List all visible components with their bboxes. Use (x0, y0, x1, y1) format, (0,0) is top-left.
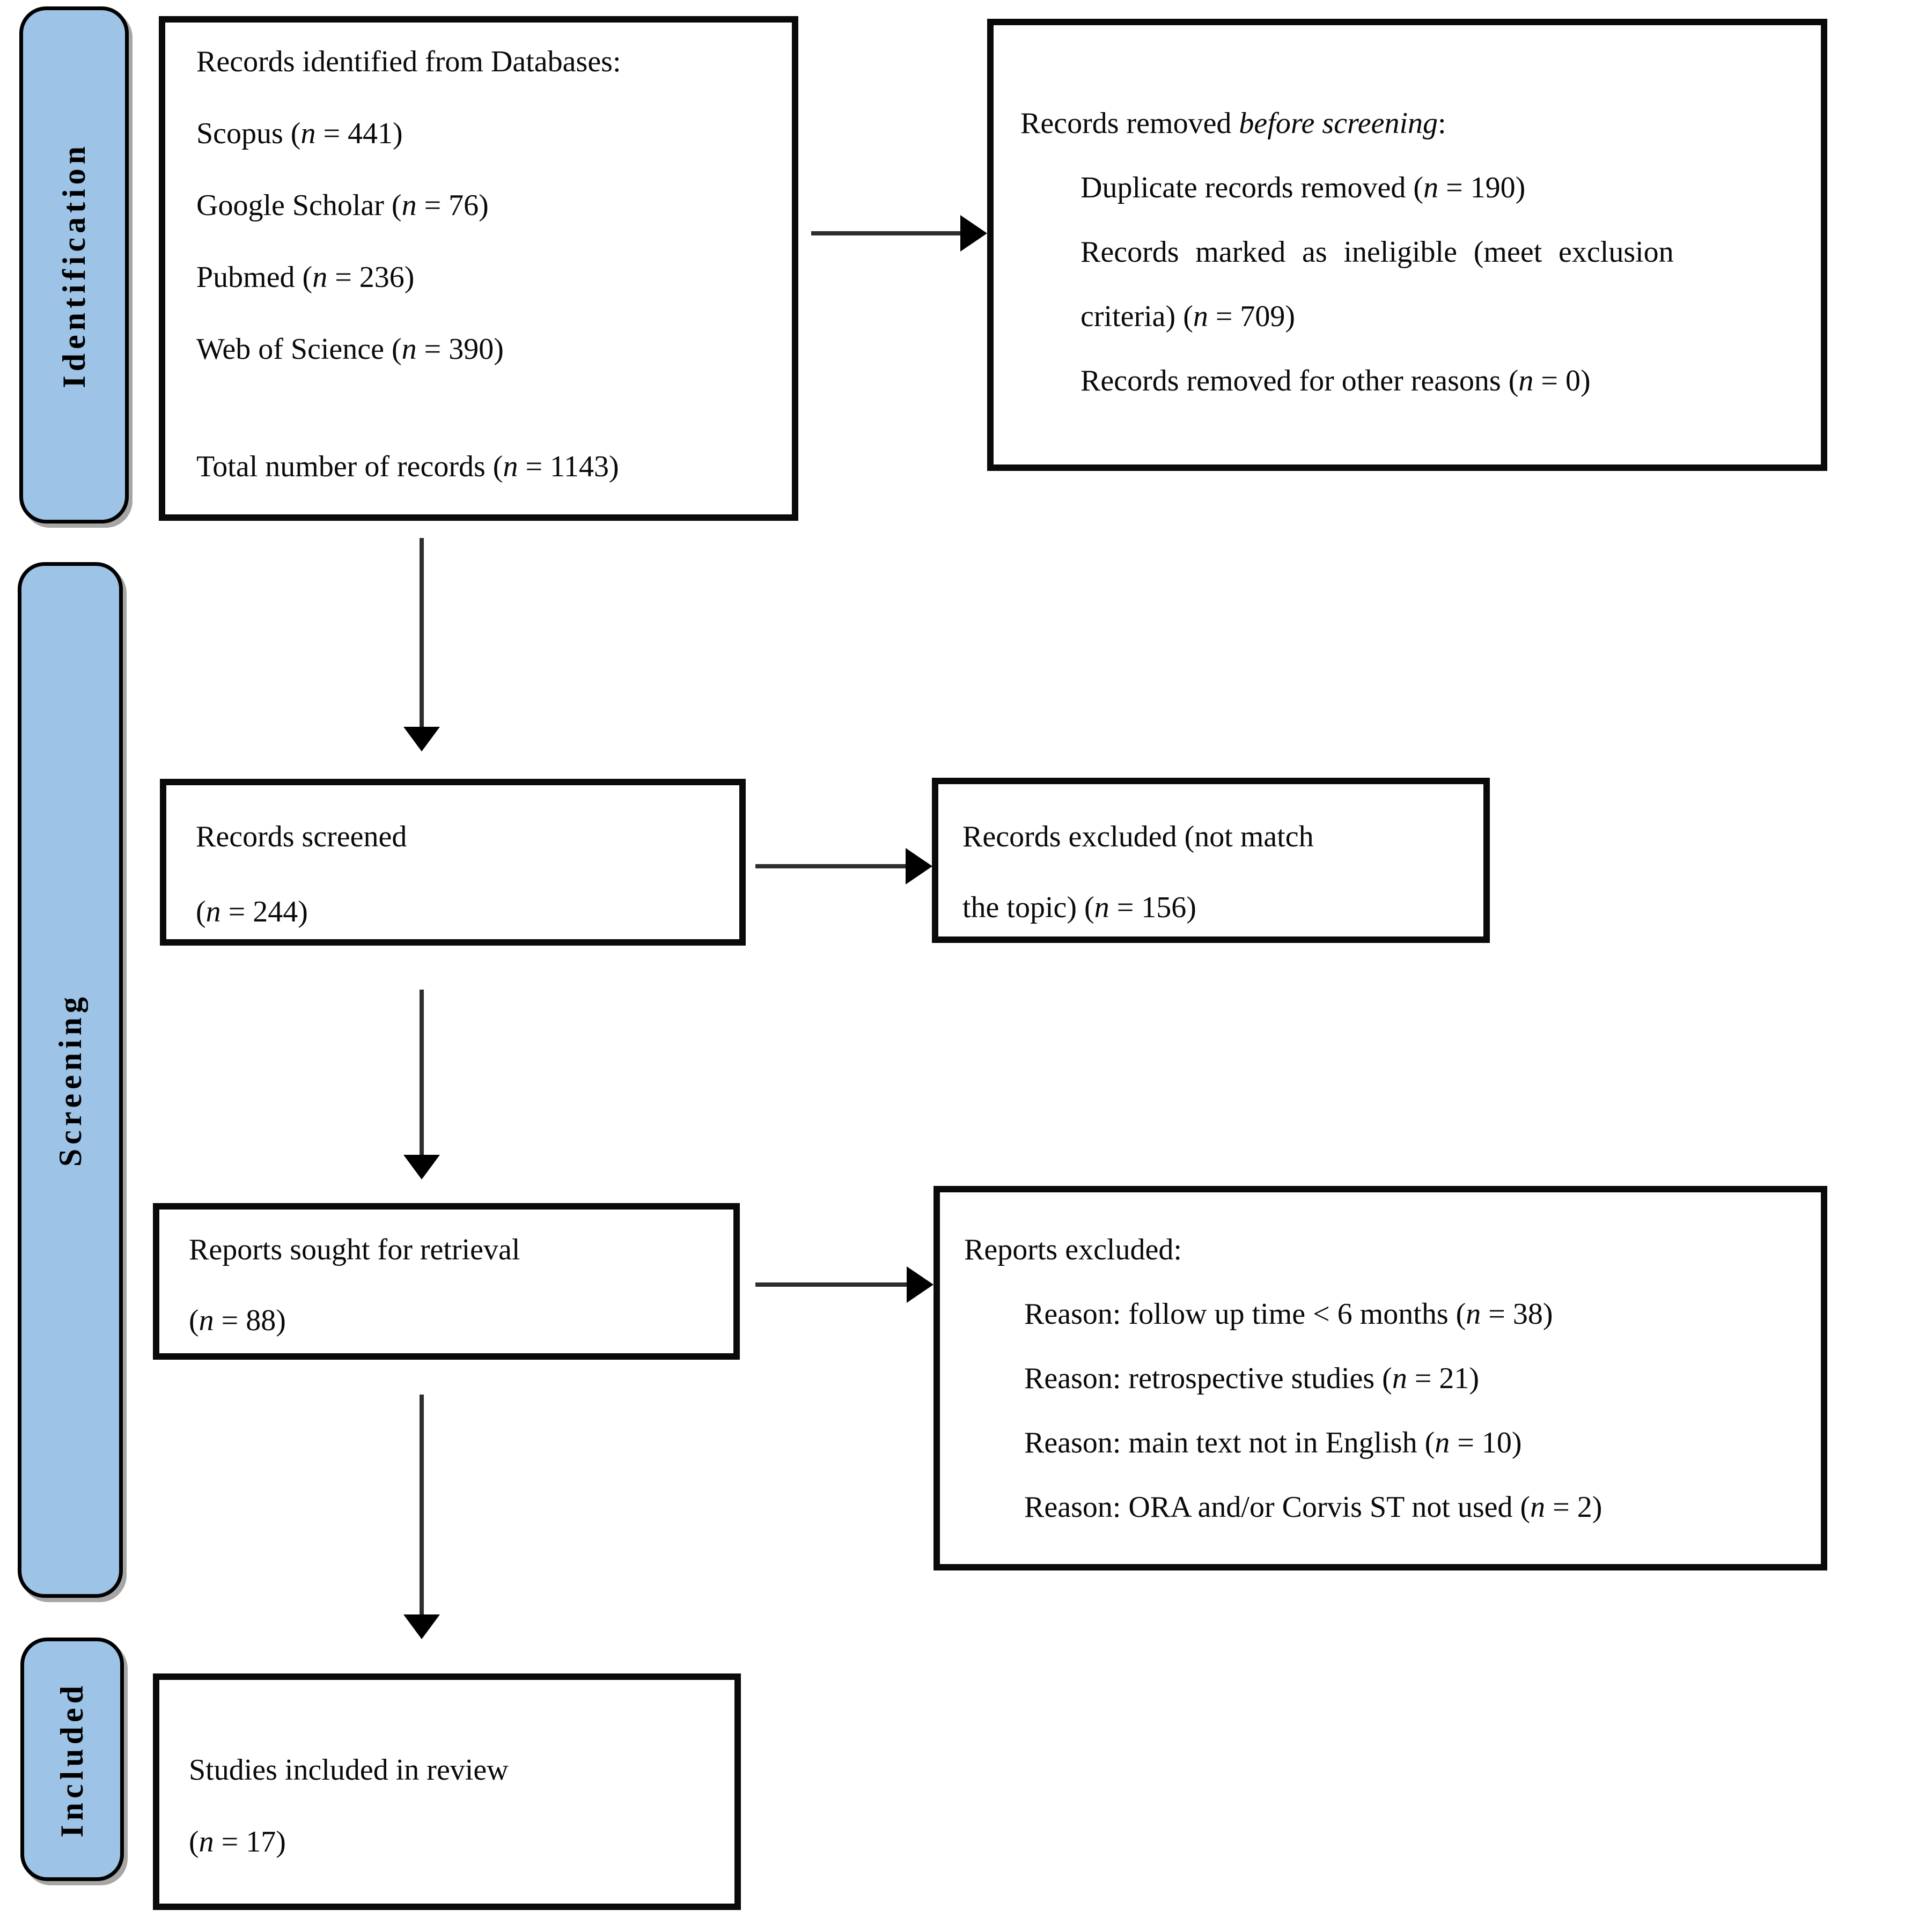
box-records-screened: Records screened (n = 244) (160, 779, 746, 946)
arrow-sought-to-reports-excluded-head-icon (907, 1266, 933, 1303)
text-line: criteria) (n = 709) (1080, 300, 1296, 333)
arrow-identified-to-screened-line (420, 538, 424, 728)
text-line: Duplicate records removed (n = 190) (1080, 171, 1526, 204)
text-line: Google Scholar (n = 76) (196, 189, 489, 222)
arrow-screened-to-sought-line (420, 990, 424, 1157)
arrow-sought-to-included-head-icon (403, 1614, 440, 1639)
text-line: Studies included in review (189, 1753, 509, 1787)
arrow-sought-to-reports-excluded-line (755, 1282, 908, 1287)
box-reports-sought: Reports sought for retrieval (n = 88) (153, 1203, 740, 1360)
arrow-identified-to-removed-head-icon (960, 215, 987, 252)
stage-label-included: Included (20, 1638, 124, 1881)
box-studies-included: Studies included in review (n = 17) (153, 1673, 741, 1910)
text-line: Records identified from Databases: (196, 45, 621, 78)
text-line: Records marked as ineligible (meet exclu… (1080, 235, 1674, 269)
text-line: Reason: ORA and/or Corvis ST not used (n… (1024, 1491, 1602, 1524)
box-records-identified: Records identified from Databases: Scopu… (159, 16, 798, 521)
arrow-identified-to-removed-line (811, 231, 961, 235)
stage-label-screening-text: Screening (52, 993, 88, 1167)
text-line: Scopus (n = 441) (196, 117, 403, 150)
box-reports-excluded: Reports excluded: Reason: follow up time… (933, 1186, 1827, 1570)
text-line: Pubmed (n = 236) (196, 261, 415, 294)
arrow-screened-to-excluded-head-icon (906, 848, 932, 884)
stage-label-included-text: Included (54, 1681, 90, 1838)
text-line: (n = 244) (196, 895, 308, 928)
box-records-removed-before-screening: Records removed before screening: Duplic… (987, 19, 1827, 471)
text-line: Total number of records (n = 1143) (196, 450, 619, 483)
box-records-excluded: Records excluded (not match the topic) (… (932, 778, 1490, 943)
text-line: the topic) (n = 156) (962, 891, 1196, 924)
arrow-sought-to-included-line (420, 1395, 424, 1617)
text-line: Reason: retrospective studies (n = 21) (1024, 1362, 1480, 1395)
stage-label-screening: Screening (18, 562, 123, 1598)
text-line: (n = 17) (189, 1825, 286, 1859)
stage-label-identification: Identification (19, 6, 129, 523)
stage-label-identification-text: Identification (56, 142, 92, 388)
text-line: Records screened (196, 820, 407, 853)
text-line: Records removed for other reasons (n = 0… (1080, 364, 1591, 397)
arrow-screened-to-excluded-line (755, 864, 907, 868)
text-line: Reports sought for retrieval (189, 1233, 520, 1266)
arrow-screened-to-sought-head-icon (403, 1155, 440, 1179)
arrow-identified-to-screened-head-icon (403, 727, 440, 751)
text-line: (n = 88) (189, 1304, 286, 1337)
text-line: Records removed before screening: (1020, 107, 1446, 140)
text-line: Records excluded (not match (962, 820, 1314, 853)
text-line: Reason: main text not in English (n = 10… (1024, 1426, 1522, 1459)
text-line: Web of Science (n = 390) (196, 333, 504, 366)
text-line: Reason: follow up time < 6 months (n = 3… (1024, 1297, 1553, 1331)
text-line: Reports excluded: (964, 1233, 1182, 1266)
